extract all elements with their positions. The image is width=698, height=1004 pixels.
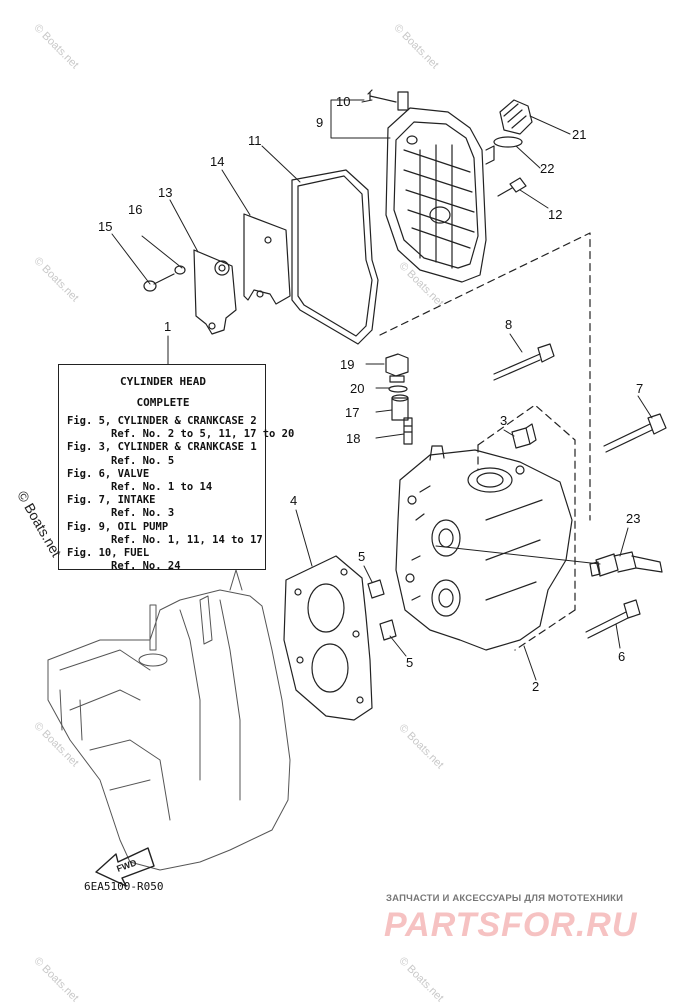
head-cover-gasket — [291, 169, 379, 345]
callout-5-upper: 5 — [358, 549, 366, 564]
callout-8: 8 — [505, 317, 513, 332]
callout-2: 2 — [532, 679, 540, 694]
reference-line: Ref. No. 24 — [111, 560, 181, 573]
reference-line: Fig. 9, OIL PUMP — [67, 520, 169, 533]
leader-lines — [111, 99, 653, 681]
reference-line: Ref. No. 2 to 5, 11, 17 to 20 — [111, 428, 295, 441]
rod-18 — [403, 417, 413, 445]
head-gasket — [283, 555, 373, 721]
o-ring-20 — [388, 385, 408, 393]
reference-line: Fig. 10, FUEL — [67, 547, 150, 560]
callout-11: 11 — [248, 133, 262, 148]
shop-logo: PARTSFOR.RU — [384, 906, 638, 944]
reference-line: Ref. No. 1, 11, 14 to 17 — [111, 533, 263, 546]
callout-21: 21 — [572, 127, 587, 142]
bolt-7 — [603, 413, 667, 453]
callout-1: 1 — [164, 319, 172, 334]
bolt-6 — [585, 599, 641, 639]
callout-20: 20 — [350, 381, 365, 396]
reference-line: Fig. 5, CYLINDER & CRANKCASE 2 — [67, 415, 257, 427]
callout-3: 3 — [500, 413, 508, 428]
screw-15 — [143, 273, 175, 292]
reference-line: Fig. 6, VALVE — [67, 467, 150, 480]
plate-14 — [243, 213, 291, 305]
plate-13 — [193, 249, 237, 335]
callout-13: 13 — [158, 185, 173, 200]
reference-line: Ref. No. 3 — [111, 507, 175, 520]
washer-16 — [174, 265, 186, 275]
plug-19 — [385, 353, 409, 383]
bolt-8 — [493, 343, 555, 381]
dowel-5-lower — [379, 619, 397, 641]
callout-14: 14 — [210, 154, 225, 169]
callout-17: 17 — [345, 405, 360, 420]
o-ring-22 — [493, 136, 523, 148]
callout-16: 16 — [128, 202, 143, 217]
dowel-5-upper — [367, 579, 385, 599]
callout-9: 9 — [316, 115, 324, 130]
fwd-arrow-icon — [95, 847, 155, 887]
spark-plug-23 — [589, 551, 663, 577]
box-title: CYLINDER HEAD — [119, 375, 207, 388]
callout-10: 10 — [336, 94, 351, 109]
box-subtitle: COMPLETE — [136, 396, 190, 409]
fwd-label: FWD — [115, 857, 138, 874]
callout-7: 7 — [636, 381, 644, 396]
crankcase-outline — [47, 569, 291, 871]
diagram-code: 6EA5100-R050 — [84, 880, 164, 893]
assembly-dashed-outline — [379, 232, 591, 651]
callout-4: 4 — [290, 493, 298, 508]
callout-5-lower: 5 — [406, 655, 414, 670]
cylinder-head-complete-box: CYLINDER HEAD COMPLETE Fig. 5, CYLINDER … — [58, 364, 295, 573]
callout-23: 23 — [626, 511, 641, 526]
dowel-3 — [511, 423, 537, 449]
spacer-17 — [391, 394, 409, 421]
reference-line: Fig. 3, CYLINDER & CRANKCASE 1 — [67, 441, 257, 454]
bolt-10 — [367, 89, 397, 103]
bolt-12 — [497, 177, 527, 197]
reference-line: Ref. No. 5 — [111, 454, 175, 467]
oil-filler-cap — [499, 99, 533, 135]
reference-line: Ref. No. 1 to 14 — [111, 481, 213, 494]
callout-6: 6 — [618, 649, 626, 664]
callout-15: 15 — [98, 219, 113, 234]
callout-12: 12 — [548, 207, 563, 222]
shop-tagline: ЗАПЧАСТИ И АКСЕССУАРЫ ДЛЯ МОТОТЕХНИКИ — [386, 893, 624, 904]
head-cover — [385, 91, 495, 283]
reference-line: Fig. 7, INTAKE — [67, 494, 156, 507]
callout-22: 22 — [540, 161, 555, 176]
cylinder-head — [395, 445, 573, 651]
callout-19: 19 — [340, 357, 355, 372]
callout-18: 18 — [346, 431, 361, 446]
